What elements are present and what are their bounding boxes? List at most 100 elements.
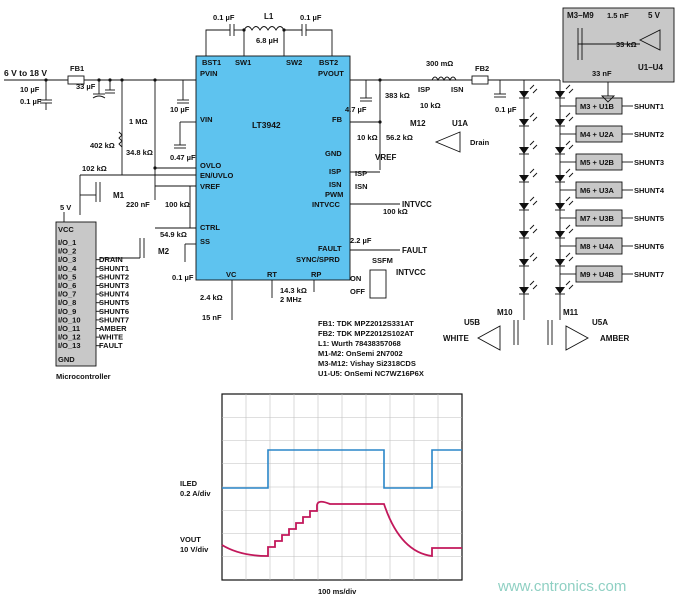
isp-net-label: ISP — [418, 85, 430, 94]
bottom-comp-pins: 2.4 kΩ 15 nF 14.3 kΩ 2 MHz — [200, 280, 315, 322]
pin-pwm: PWM — [325, 190, 343, 199]
shunt-box-label: M8 + U4A — [580, 242, 615, 251]
mcu-signal: SHUNT5 — [99, 298, 129, 307]
c33n-label: 33 nF — [592, 69, 612, 78]
mcu-pin: I/O_4 — [58, 264, 77, 273]
bom-line: M3-M12: Vishay Si2318CDS — [318, 359, 416, 368]
isn-pin-label: ISN — [355, 182, 368, 191]
pin-gnd: GND — [325, 149, 342, 158]
u1a-label: U1A — [452, 119, 468, 128]
oscilloscope-capture: ILED 0.2 A/div VOUT 10 V/div 100 ms/div — [180, 393, 463, 596]
shunt-box-label: M3 + U1B — [580, 102, 615, 111]
shunt-output-label: SHUNT4 — [634, 186, 665, 195]
shunt-output-label: SHUNT3 — [634, 158, 664, 167]
ssfm-label: SSFM — [372, 256, 393, 265]
led-diode — [555, 119, 565, 126]
mcu-title: Microcontroller — [56, 372, 111, 381]
mcu-pin: I/O_11 — [58, 324, 80, 333]
led-diode — [555, 259, 565, 266]
led-diode — [519, 231, 529, 238]
pin-pvout: PVOUT — [318, 69, 344, 78]
mcu-signal: DRAIN — [99, 255, 123, 264]
r10k-a-label: 10 kΩ — [357, 133, 378, 142]
mcu-body — [55, 221, 97, 367]
pin-ss: SS — [200, 237, 210, 246]
c10u-label: 10 µF — [170, 105, 190, 114]
led-diode — [519, 147, 529, 154]
led-diode — [519, 119, 529, 126]
ch2-name: VOUT — [180, 535, 201, 544]
pin-bst1: BST1 — [202, 58, 221, 67]
bom-line: FB1: TDK MPZ2012S331AT — [318, 319, 414, 328]
mcu-pin: I/O_7 — [58, 290, 76, 299]
m11-label: M11 — [563, 308, 579, 317]
bom-line: FB2: TDK MPZ2012S102AT — [318, 329, 414, 338]
ssfm-jumper[interactable] — [369, 269, 387, 299]
ch1-scale: 0.2 A/div — [180, 489, 211, 498]
c15n-label: 15 nF — [202, 313, 222, 322]
mcu-signal: SHUNT4 — [99, 290, 130, 299]
cbst1-label: 0.1 µF — [213, 13, 235, 22]
bom-line: M1-M2: OnSemi 2N7002 — [318, 349, 403, 358]
r348k-label: 34.8 kΩ — [126, 148, 153, 157]
mcu-pin: I/O_5 — [58, 272, 76, 281]
led-diode — [555, 91, 565, 98]
pin-rt: RT — [267, 270, 277, 279]
fsw-label: 2 MHz — [280, 295, 302, 304]
output-section: 4.7 µF 383 kΩ 10 kΩ 56.2 kΩ VREF 300 mΩ … — [345, 59, 560, 299]
shunt-box-label: M9 + U4B — [580, 270, 615, 279]
led-diode — [519, 203, 529, 210]
pin-vc: VC — [226, 270, 237, 279]
pin-sw2: SW2 — [286, 58, 302, 67]
pin-vref: VREF — [200, 182, 220, 191]
input-supply: 6 V to 18 V FB1 10 µF 0.1 µF 33 µF — [4, 64, 200, 110]
mcu-signal: SHUNT6 — [99, 307, 129, 316]
led-diode — [555, 175, 565, 182]
r1m-label: 1 MΩ — [129, 117, 148, 126]
ch1-name: ILED — [180, 479, 198, 488]
intvcc-1-label: INTVCC — [402, 200, 432, 209]
inductor-section: 0.1 µF 0.1 µF L1 6.8 µH — [205, 12, 333, 56]
fb2-label: FB2 — [475, 64, 489, 73]
r24k-label: 2.4 kΩ — [200, 293, 223, 302]
css-label: 0.1 µF — [172, 273, 194, 282]
pin-en: EN/UVLO — [200, 171, 234, 180]
c047u-label: 0.47 µF — [170, 153, 196, 162]
pin-ctrl: CTRL — [200, 223, 220, 232]
pin-rp: RP — [311, 270, 321, 279]
inset-m3m9-label: M3–M9 — [567, 11, 594, 20]
led-diode — [519, 287, 529, 294]
isp-pin-label: ISP — [355, 169, 367, 178]
bom-line: U1-U5: OnSemi NC7WZ16P6X — [318, 369, 424, 378]
led-diode — [519, 91, 529, 98]
inset-box — [562, 7, 675, 83]
fb1-label: FB1 — [70, 64, 84, 73]
inset-u1u4-label: U1–U4 — [638, 63, 663, 72]
mcu-pin: I/O_13 — [58, 341, 81, 350]
white-label: WHITE — [443, 334, 469, 343]
mcu-signal: FAULT — [99, 341, 123, 350]
mcu-signal: SHUNT3 — [99, 281, 129, 290]
r100k-a-label: 100 kΩ — [165, 200, 190, 209]
pin-sw1: SW1 — [235, 58, 251, 67]
mcu-signal: SHUNT2 — [99, 272, 129, 281]
cin1-label: 10 µF — [20, 85, 40, 94]
pin-sync: SYNC/SPRD — [296, 255, 340, 264]
amber-label: AMBER — [600, 334, 630, 343]
timebase-label: 100 ms/div — [318, 587, 357, 596]
l1-value: 6.8 µH — [256, 36, 278, 45]
shunt-output-label: SHUNT1 — [634, 102, 664, 111]
r300m-label: 300 mΩ — [426, 59, 453, 68]
pin-pvin: PVIN — [200, 69, 218, 78]
mcu-pin: I/O_9 — [58, 307, 76, 316]
bom-line: L1: Wurth 78438357068 — [318, 339, 401, 348]
shunt-output-label: SHUNT5 — [634, 214, 664, 223]
mcu-pin: I/O_12 — [58, 333, 81, 342]
c15n-b-label: 1.5 nF — [607, 11, 629, 20]
mcu-5v-label: 5 V — [60, 203, 71, 212]
pin-bst2: BST2 — [319, 58, 338, 67]
drain-label: Drain — [470, 138, 490, 147]
